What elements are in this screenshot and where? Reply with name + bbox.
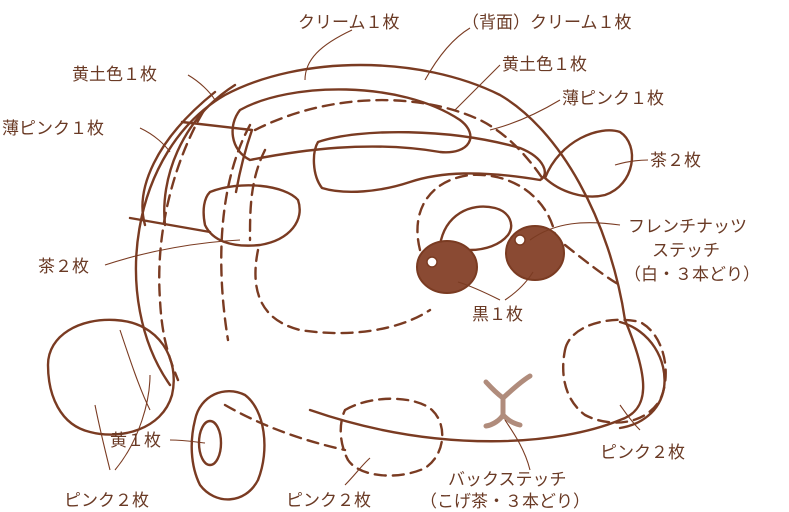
stitch-lower xyxy=(223,403,347,452)
wheel-right-solid xyxy=(618,320,666,430)
leader-ochre-left xyxy=(187,74,216,101)
leader-brown-window xyxy=(104,239,241,266)
wheel-front xyxy=(339,397,444,477)
label-yellow: 黄１枚 xyxy=(110,431,161,451)
wheel-left-front xyxy=(190,390,266,501)
label-black: 黒１枚 xyxy=(472,305,523,325)
leader-french-knot xyxy=(529,222,621,241)
back-stripe-line xyxy=(141,90,217,227)
leader-pink-left-2 xyxy=(114,374,151,471)
stitch-top xyxy=(253,98,547,184)
label-brown-window: 茶２枚 xyxy=(38,257,89,277)
stitch-cheek xyxy=(563,243,622,287)
wheel-left xyxy=(46,318,175,436)
label-french-knot-1: フレンチナッツ xyxy=(628,217,747,237)
label-brown-ear: 茶２枚 xyxy=(650,151,701,171)
leader-pink-front xyxy=(344,457,371,486)
ear xyxy=(543,129,634,198)
stitch-side-inner xyxy=(248,148,267,242)
stitch-back-2 xyxy=(220,123,252,342)
label-french-knot-3: （白・３本どり） xyxy=(624,265,760,285)
label-ochre-left: 黄土色１枚 xyxy=(72,65,157,85)
label-pink-right-wheel: ピンク２枚 xyxy=(600,443,685,463)
leader-pink-right xyxy=(619,404,641,431)
leader-brown-ear xyxy=(614,159,649,166)
leader-black-1 xyxy=(457,281,501,301)
upper-window xyxy=(312,130,546,193)
side-panel-bottom xyxy=(128,216,212,234)
top-cream-panel xyxy=(231,88,472,162)
stitch-window-inner xyxy=(254,248,432,335)
leader-back-stitch xyxy=(504,419,531,471)
leader-yellow xyxy=(169,439,206,444)
eye-right xyxy=(505,225,565,281)
label-pink-left-wheel: ピンク２枚 xyxy=(64,491,149,511)
leader-pink-left-3 xyxy=(119,329,151,411)
eye-left-highlight xyxy=(426,256,438,268)
wheel-right xyxy=(562,318,667,424)
leader-pink-left-1 xyxy=(94,404,111,471)
label-pale-pink-right: 薄ピンク１枚 xyxy=(562,89,664,109)
leader-black-2 xyxy=(504,271,534,301)
label-cream-top: クリーム１枚 xyxy=(298,13,400,33)
mouth xyxy=(483,373,533,429)
label-french-knot-2: ステッチ xyxy=(652,241,720,261)
eye-right-highlight xyxy=(514,234,526,246)
stitch-face xyxy=(416,173,557,252)
leader-cream-top xyxy=(304,29,353,81)
eye-left xyxy=(416,240,478,294)
label-pale-pink-left: 薄ピンク１枚 xyxy=(2,119,104,139)
side-window xyxy=(202,184,301,247)
wheel-hub xyxy=(197,419,223,467)
leader-pale-pink-left xyxy=(139,127,171,153)
label-back-stitch-2: （こげ茶・３本どり） xyxy=(420,492,590,512)
label-back-stitch-1: バックステッチ xyxy=(448,470,567,490)
leader-pale-pink-right xyxy=(489,99,561,131)
label-ochre-right: 黄土色１枚 xyxy=(502,55,587,75)
back-stripe-line-2 xyxy=(163,83,237,227)
body-outline xyxy=(134,63,645,443)
leader-ochre-right xyxy=(454,64,501,111)
face-outline xyxy=(438,205,513,252)
leader-cream-back xyxy=(424,27,471,81)
label-cream-back: （背面）クリーム１枚 xyxy=(462,13,632,33)
label-pink-front-wheel: ピンク２枚 xyxy=(286,491,371,511)
